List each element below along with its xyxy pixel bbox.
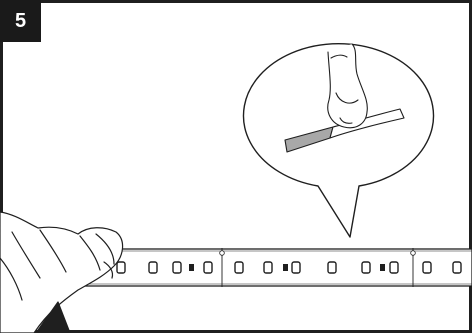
resistor (380, 264, 385, 271)
step-number-badge: 5 (0, 0, 41, 42)
led-chip (327, 261, 337, 274)
led-chip (116, 261, 126, 274)
led-chip (148, 261, 158, 274)
resistor (283, 264, 288, 271)
led-chip (291, 261, 301, 274)
led-chip (452, 261, 462, 274)
finger-peeling-tape (327, 43, 368, 129)
resistor (189, 264, 194, 271)
magnifier-callout (242, 43, 435, 238)
led-chip (234, 261, 244, 274)
led-chip (361, 261, 371, 274)
hand-pressing-strip (0, 211, 124, 333)
led-chip (389, 261, 399, 274)
led-chip (422, 261, 432, 274)
led-chip (263, 261, 273, 274)
led-strip (59, 248, 472, 287)
led-chip (172, 261, 182, 274)
led-chip (203, 261, 213, 274)
